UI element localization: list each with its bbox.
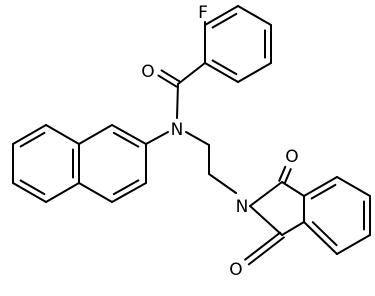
carbonyl-double-bond-a [160, 69, 181, 83]
imide-nitrogen-label: N [236, 197, 249, 217]
benzene-bond [204, 62, 239, 83]
naphthalene-bond [78, 124, 113, 145]
naphthalene-bond-inner [112, 179, 140, 196]
imide-ring-bond [281, 181, 305, 197]
phthalimide-benzo-bond-inner [311, 221, 338, 247]
carbonyl-n-bond [176, 83, 179, 119]
naphthalene-bond [12, 124, 47, 145]
imide-ring-bond [249, 181, 283, 207]
imide-carbonyl-top-b [278, 165, 287, 182]
naphthalene-bond [45, 182, 80, 203]
benzene-bond-inner [211, 12, 238, 29]
imide-carbonyl-top-a [283, 168, 292, 185]
fluorine-atom-label: F [198, 3, 208, 23]
imide-oxygen-top-label: O [285, 147, 298, 167]
imide-carbonyl-bottom-b [247, 236, 285, 266]
phthalimide-benzo-bond [336, 234, 371, 255]
benzene-bond [237, 5, 272, 26]
naphthalene-bond [78, 182, 113, 203]
phthalimide-benzo-bond [336, 176, 371, 197]
bond-lines [12, 5, 371, 266]
ch2-imide-n-bond [208, 173, 237, 194]
phthalimide-benzo-bond [303, 221, 338, 255]
naphthalene-bond-inner [19, 179, 46, 196]
naphthalene-bond [12, 182, 47, 203]
naphthalene-bond-inner [19, 131, 46, 148]
benzene-bond [237, 62, 272, 83]
phthalimide-benzo-bond-inner [310, 183, 337, 200]
carbonyl-double-bond-b [157, 74, 178, 88]
phthalimide-benzo-bond [303, 176, 338, 197]
n-ch2-bond [185, 131, 210, 146]
naphthalene-bond-inner [112, 131, 140, 148]
imide-oxygen-bottom-label: O [229, 260, 242, 280]
naphthalene-bond [111, 124, 147, 145]
imide-ring-bond [281, 221, 305, 236]
benzene-bond-inner [211, 59, 238, 76]
imide-carbonyl-bottom-a [244, 231, 282, 261]
imide-ring-bond [249, 205, 283, 236]
ring-carbonyl-bond [177, 62, 206, 85]
n-naphthyl-bond [145, 131, 169, 145]
naphthalene-bond [45, 124, 80, 145]
naphthalene-bond [111, 182, 147, 203]
amide-nitrogen-label: N [171, 120, 184, 140]
benzene-bond [204, 5, 239, 26]
amide-oxygen-label: O [141, 62, 154, 82]
atom-labels: F O N N O O [141, 3, 298, 280]
